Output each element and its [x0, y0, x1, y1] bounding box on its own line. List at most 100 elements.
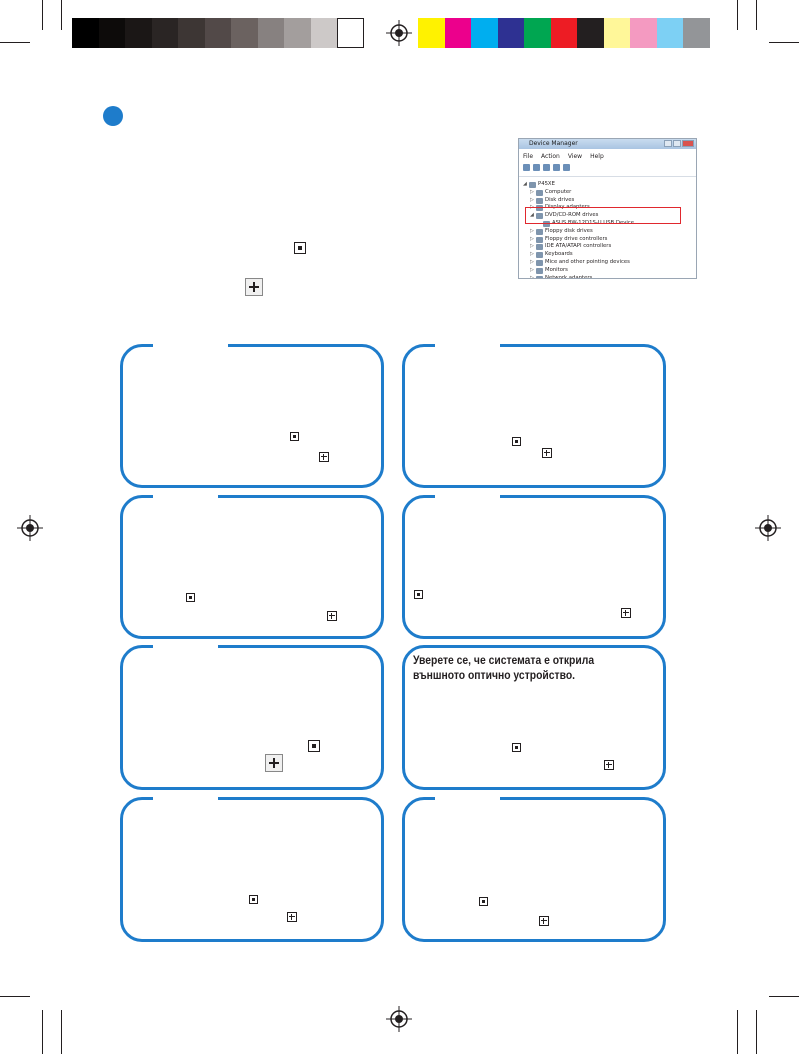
tree-item-label: ASUS BW-12D1S-U USB Device — [552, 219, 634, 226]
process-color-swatch — [471, 18, 498, 48]
tree-item[interactable]: ▷ Mice and other pointing devices — [519, 259, 696, 267]
expander-icon[interactable]: ▷ — [530, 196, 534, 203]
window-title-bar: Device Manager — [519, 139, 696, 149]
tree-item[interactable]: ▷ Network adapters — [519, 274, 696, 279]
plus-icon — [265, 754, 283, 772]
expander-icon[interactable]: ▷ — [530, 274, 534, 279]
square-icon — [479, 897, 488, 906]
expander-icon[interactable]: ▷ — [530, 227, 534, 234]
tree-item-label: IDE ATA/ATAPI controllers — [545, 243, 612, 250]
step-bullet — [103, 106, 123, 126]
registration-target-icon — [386, 1006, 412, 1032]
info-panel-left-2 — [120, 495, 384, 639]
crop-mark-top-left-h — [0, 42, 30, 43]
tree-item[interactable]: ◢DVD/CD-ROM drives — [519, 212, 696, 220]
crop-mark-top-right-h — [769, 42, 799, 43]
info-panel-right-1 — [402, 344, 666, 488]
back-icon[interactable] — [523, 164, 530, 171]
process-color-swatch — [524, 18, 551, 48]
process-color-swatch — [550, 18, 578, 48]
tree-item-label: Mice and other pointing devices — [545, 258, 630, 265]
tree-item[interactable]: ▷Floppy disk drives — [519, 228, 696, 236]
process-color-swatch — [683, 18, 710, 48]
square-icon — [290, 432, 299, 441]
device-icon — [536, 189, 543, 196]
menu-view[interactable]: View — [567, 153, 583, 160]
process-color-swatch — [603, 18, 631, 48]
expander-icon[interactable]: ◢ — [530, 212, 534, 219]
properties-icon[interactable] — [543, 164, 550, 171]
plus-icon — [245, 278, 263, 296]
crop-mark-bottom-right-h — [769, 996, 799, 997]
device-manager-screenshot: Device Manager File Action View Help ◢ P4… — [518, 138, 697, 279]
crop-mark-bottom-right-v — [737, 1010, 738, 1054]
square-icon — [186, 593, 195, 602]
plus-icon — [287, 912, 297, 922]
square-icon — [512, 743, 521, 752]
grayscale-swatch — [204, 18, 232, 48]
scan-icon[interactable] — [563, 164, 570, 171]
info-panel-right-2 — [402, 495, 666, 639]
tree-item-label: Monitors — [545, 266, 568, 273]
device-icon — [529, 182, 536, 188]
help-icon[interactable] — [553, 164, 560, 171]
square-icon — [308, 740, 320, 752]
tree-item[interactable]: ▷ Keyboards — [519, 251, 696, 259]
info-panel-right-4 — [402, 797, 666, 942]
device-icon — [536, 205, 543, 212]
expander-icon[interactable]: ▷ — [530, 258, 534, 265]
tree-item[interactable]: ▷Floppy drive controllers — [519, 236, 696, 244]
crop-mark-top-right-v2 — [756, 0, 757, 30]
tree-item[interactable]: ◢ P45XE — [519, 181, 696, 189]
process-color-swatch — [444, 18, 472, 48]
device-icon — [536, 197, 543, 204]
highlight-box — [525, 207, 681, 224]
expander-icon[interactable]: ▷ — [530, 235, 534, 242]
expander-icon[interactable]: ◢ — [523, 181, 527, 187]
expander-icon[interactable]: ▷ — [530, 188, 534, 195]
grayscale-swatch — [178, 18, 205, 48]
grayscale-swatch — [151, 18, 179, 48]
crop-mark-top-left-v — [42, 0, 43, 30]
expander-icon[interactable]: ▷ — [530, 266, 534, 273]
grayscale-swatch — [231, 18, 258, 48]
tree-item[interactable]: ▷Computer — [519, 189, 696, 197]
tree-item-label: Keyboards — [545, 251, 573, 258]
tree-item-label: Network adapters — [545, 274, 593, 279]
expander-icon[interactable]: ▷ — [530, 251, 534, 258]
registration-target-icon — [386, 20, 412, 46]
grayscale-swatch — [337, 18, 364, 48]
grayscale-swatch — [98, 18, 126, 48]
square-icon — [512, 437, 521, 446]
grayscale-swatch — [310, 18, 338, 48]
process-color-swatch — [497, 18, 525, 48]
tree-item[interactable]: ▷ IDE ATA/ATAPI controllers — [519, 243, 696, 251]
tree-item[interactable]: ▷ Monitors — [519, 267, 696, 275]
info-panel-left-4 — [120, 797, 384, 942]
tree-item-label: P45XE — [538, 181, 555, 187]
process-color-swatch — [418, 18, 445, 48]
grayscale-swatch — [125, 18, 152, 48]
minimize-icon[interactable] — [664, 140, 672, 147]
device-icon — [536, 244, 543, 251]
menu-bar: File Action View Help — [519, 152, 696, 161]
device-icon — [536, 228, 543, 235]
toolbar — [519, 164, 696, 177]
crop-mark-bottom-right-v2 — [756, 1010, 757, 1054]
crop-mark-bottom-left-h — [0, 996, 30, 997]
maximize-icon[interactable] — [673, 140, 681, 147]
plus-icon — [319, 452, 329, 462]
device-icon — [536, 236, 543, 243]
device-icon — [536, 213, 543, 220]
forward-icon[interactable] — [533, 164, 540, 171]
menu-file[interactable]: File — [523, 153, 534, 160]
plus-icon — [621, 608, 631, 618]
close-icon[interactable] — [682, 140, 694, 147]
expander-icon[interactable]: ▷ — [530, 243, 534, 250]
grayscale-swatch — [284, 18, 311, 48]
menu-action[interactable]: Action — [541, 153, 560, 160]
menu-help[interactable]: Help — [590, 153, 604, 160]
plus-icon — [539, 916, 549, 926]
tree-item[interactable]: ▷Disk drives — [519, 197, 696, 205]
crop-mark-bottom-left-v — [42, 1010, 43, 1054]
